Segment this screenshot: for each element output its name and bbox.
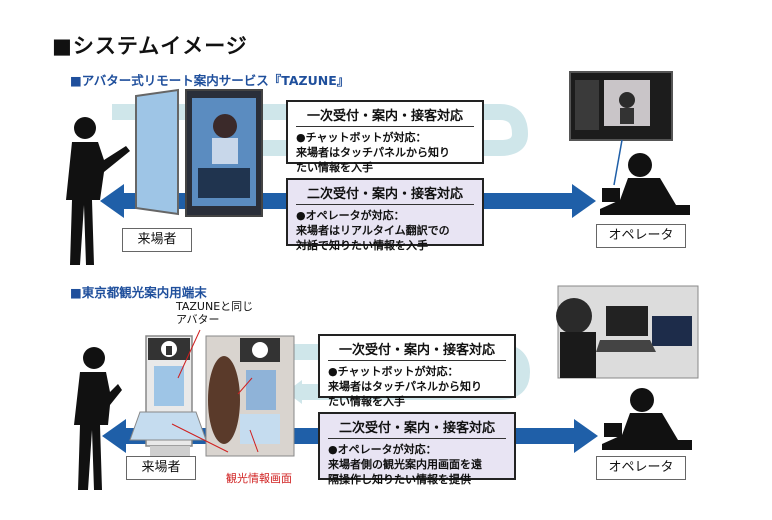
s1-chatbot-loop: [112, 104, 529, 156]
s2-operator-label: オペレータ: [596, 456, 686, 480]
s2-first-line: たい情報を入手: [328, 395, 405, 408]
s2-operator-silhouette: [602, 388, 692, 450]
s1-second-line: ●オペレータが対応：: [296, 209, 405, 222]
s2-visitor-silhouette: [74, 347, 122, 490]
s1-operator-label: オペレータ: [596, 224, 686, 248]
s1-first-line: たい情報を入手: [296, 161, 373, 174]
s1-second-head: 二次受付・案内・接客対応: [296, 183, 474, 205]
s2-screen-note: 観光情報画面: [226, 472, 292, 485]
s1-operator-arrow-left: [100, 184, 124, 218]
s2-operator-arrow-right: [574, 419, 598, 453]
s1-visitor-silhouette: [66, 117, 130, 265]
s1-avatar-tablet-photo: [185, 89, 263, 217]
s2-avatar-note: TAZUNEと同じ アバター: [176, 300, 253, 326]
s2-second-line: ●オペレータが対応：: [328, 443, 437, 456]
s1-callout-line: [613, 139, 623, 186]
s2-second-head: 二次受付・案内・接客対応: [328, 417, 506, 439]
s2-screen-callout: [171, 423, 229, 453]
s2-second-line: 来場者側の観光案内用画面を遠: [328, 458, 482, 471]
s1-visitor-label: 来場者: [122, 228, 192, 252]
s1-kiosk-panel: [135, 88, 179, 216]
section1-heading: ■アバター式リモート案内サービス『TAZUNE』: [70, 73, 350, 88]
s1-first-head: 一次受付・案内・接客対応: [296, 105, 474, 127]
s2-avatar-note-line: アバター: [176, 313, 220, 326]
s1-second-response-box: 二次受付・案内・接客対応 ●オペレータが対応： 来場者はリアルタイム翻訳での 対…: [286, 178, 484, 252]
s2-kiosk-terminal: [129, 335, 207, 462]
s1-first-response-box: 一次受付・案内・接客対応 ●チャットボットが対応： 来場者はタッチパネルから知り…: [286, 100, 484, 174]
s2-first-line: 来場者はタッチパネルから知り: [328, 380, 482, 393]
s2-operator-arrow-left: [102, 419, 126, 453]
s1-second-line: 来場者はリアルタイム翻訳での: [296, 224, 450, 237]
s1-operator-arrow-right: [572, 184, 596, 218]
s1-first-line: ●チャットボットが対応：: [296, 131, 427, 144]
s2-visitor-label: 来場者: [126, 456, 196, 480]
s1-operator-screen-photo: [569, 71, 673, 141]
s2-first-line: ●チャットボットが対応：: [328, 365, 459, 378]
s2-second-line: 隔操作し知りたい情報を提供: [328, 473, 471, 486]
s2-kiosk-photo: [205, 335, 295, 457]
s2-avatar-note-line: TAZUNEと同じ: [176, 300, 254, 313]
s1-first-line: 来場者はタッチパネルから知り: [296, 146, 450, 159]
page-title: ■システムイメージ: [52, 34, 248, 58]
s2-second-response-box: 二次受付・案内・接客対応 ●オペレータが対応： 来場者側の観光案内用画面を遠 隔…: [318, 412, 516, 486]
s2-first-response-box: 一次受付・案内・接客対応 ●チャットボットが対応： 来場者はタッチパネルから知り…: [318, 334, 516, 408]
s2-avatar-callout: [177, 329, 201, 379]
section2-heading: ■東京都観光案内用端末: [70, 285, 207, 300]
s1-operator-silhouette: [600, 153, 690, 215]
s2-first-head: 一次受付・案内・接客対応: [328, 339, 506, 361]
s2-operator-photo: [556, 285, 699, 379]
s1-second-line: 対話で知りたい情報を入手: [296, 239, 428, 252]
